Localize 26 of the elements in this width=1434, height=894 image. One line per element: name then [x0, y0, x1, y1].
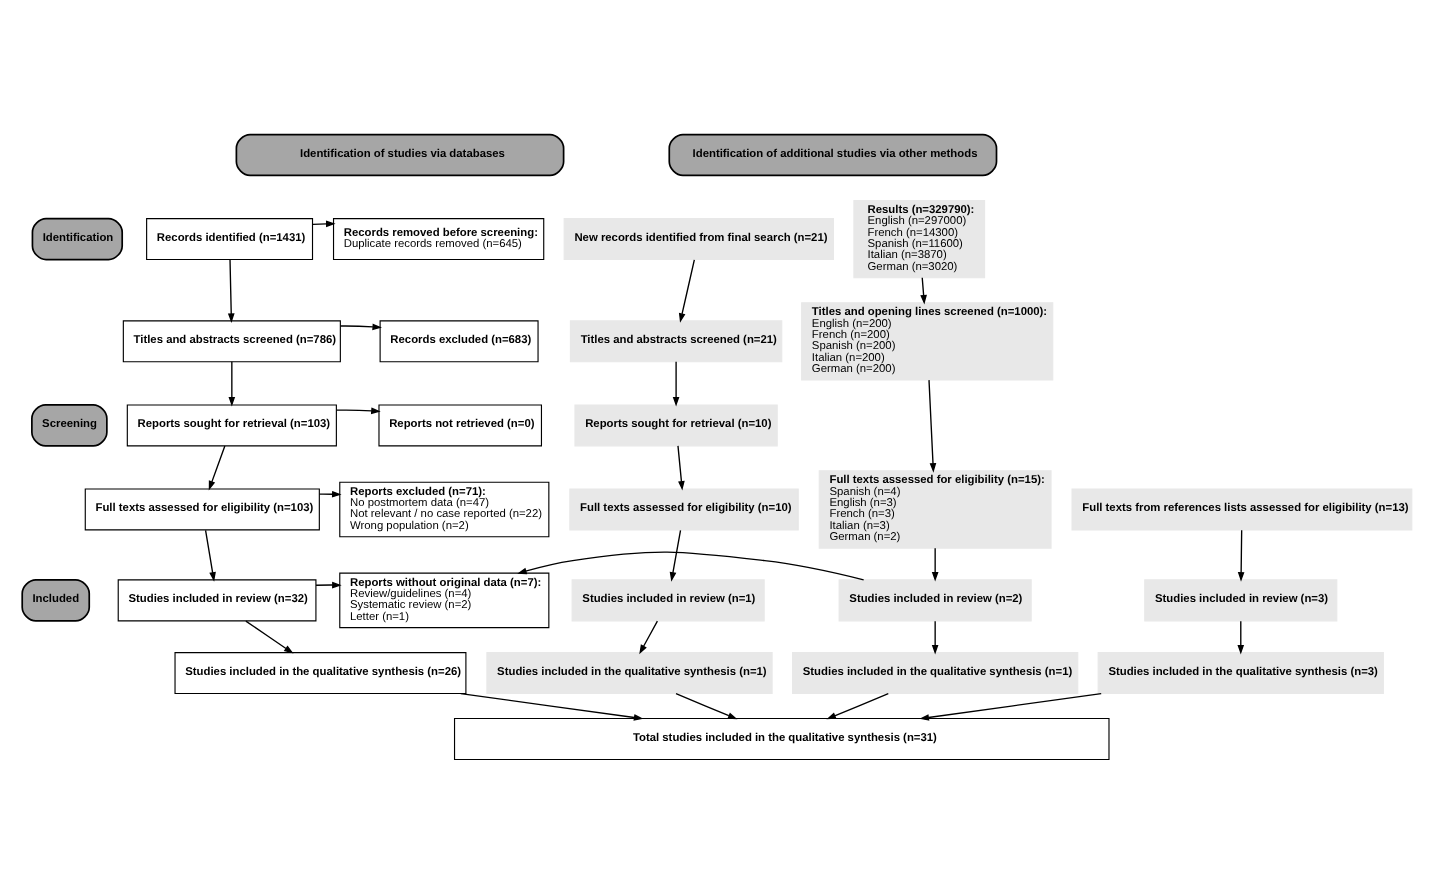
arrow — [920, 277, 927, 305]
arrow — [928, 379, 937, 473]
arrow — [339, 323, 382, 331]
arrow — [931, 620, 939, 655]
arrow — [826, 693, 889, 720]
arrow — [1237, 529, 1245, 582]
arrow — [228, 361, 236, 407]
arrow — [227, 259, 235, 323]
arrow — [639, 620, 659, 655]
arrow — [669, 529, 682, 582]
arrow — [919, 692, 1102, 721]
arrow — [315, 581, 342, 589]
arrow — [672, 361, 680, 407]
arrow — [460, 692, 644, 721]
arrow — [1237, 620, 1245, 655]
arrow — [336, 407, 381, 415]
arrow — [208, 445, 226, 491]
arrow — [931, 547, 939, 582]
arrow — [675, 693, 738, 720]
arrow — [517, 551, 865, 581]
arrow — [245, 620, 294, 654]
arrow — [312, 220, 336, 228]
arrow — [677, 445, 685, 491]
arrow — [204, 529, 216, 582]
arrow — [318, 490, 342, 498]
arrow — [678, 259, 695, 323]
